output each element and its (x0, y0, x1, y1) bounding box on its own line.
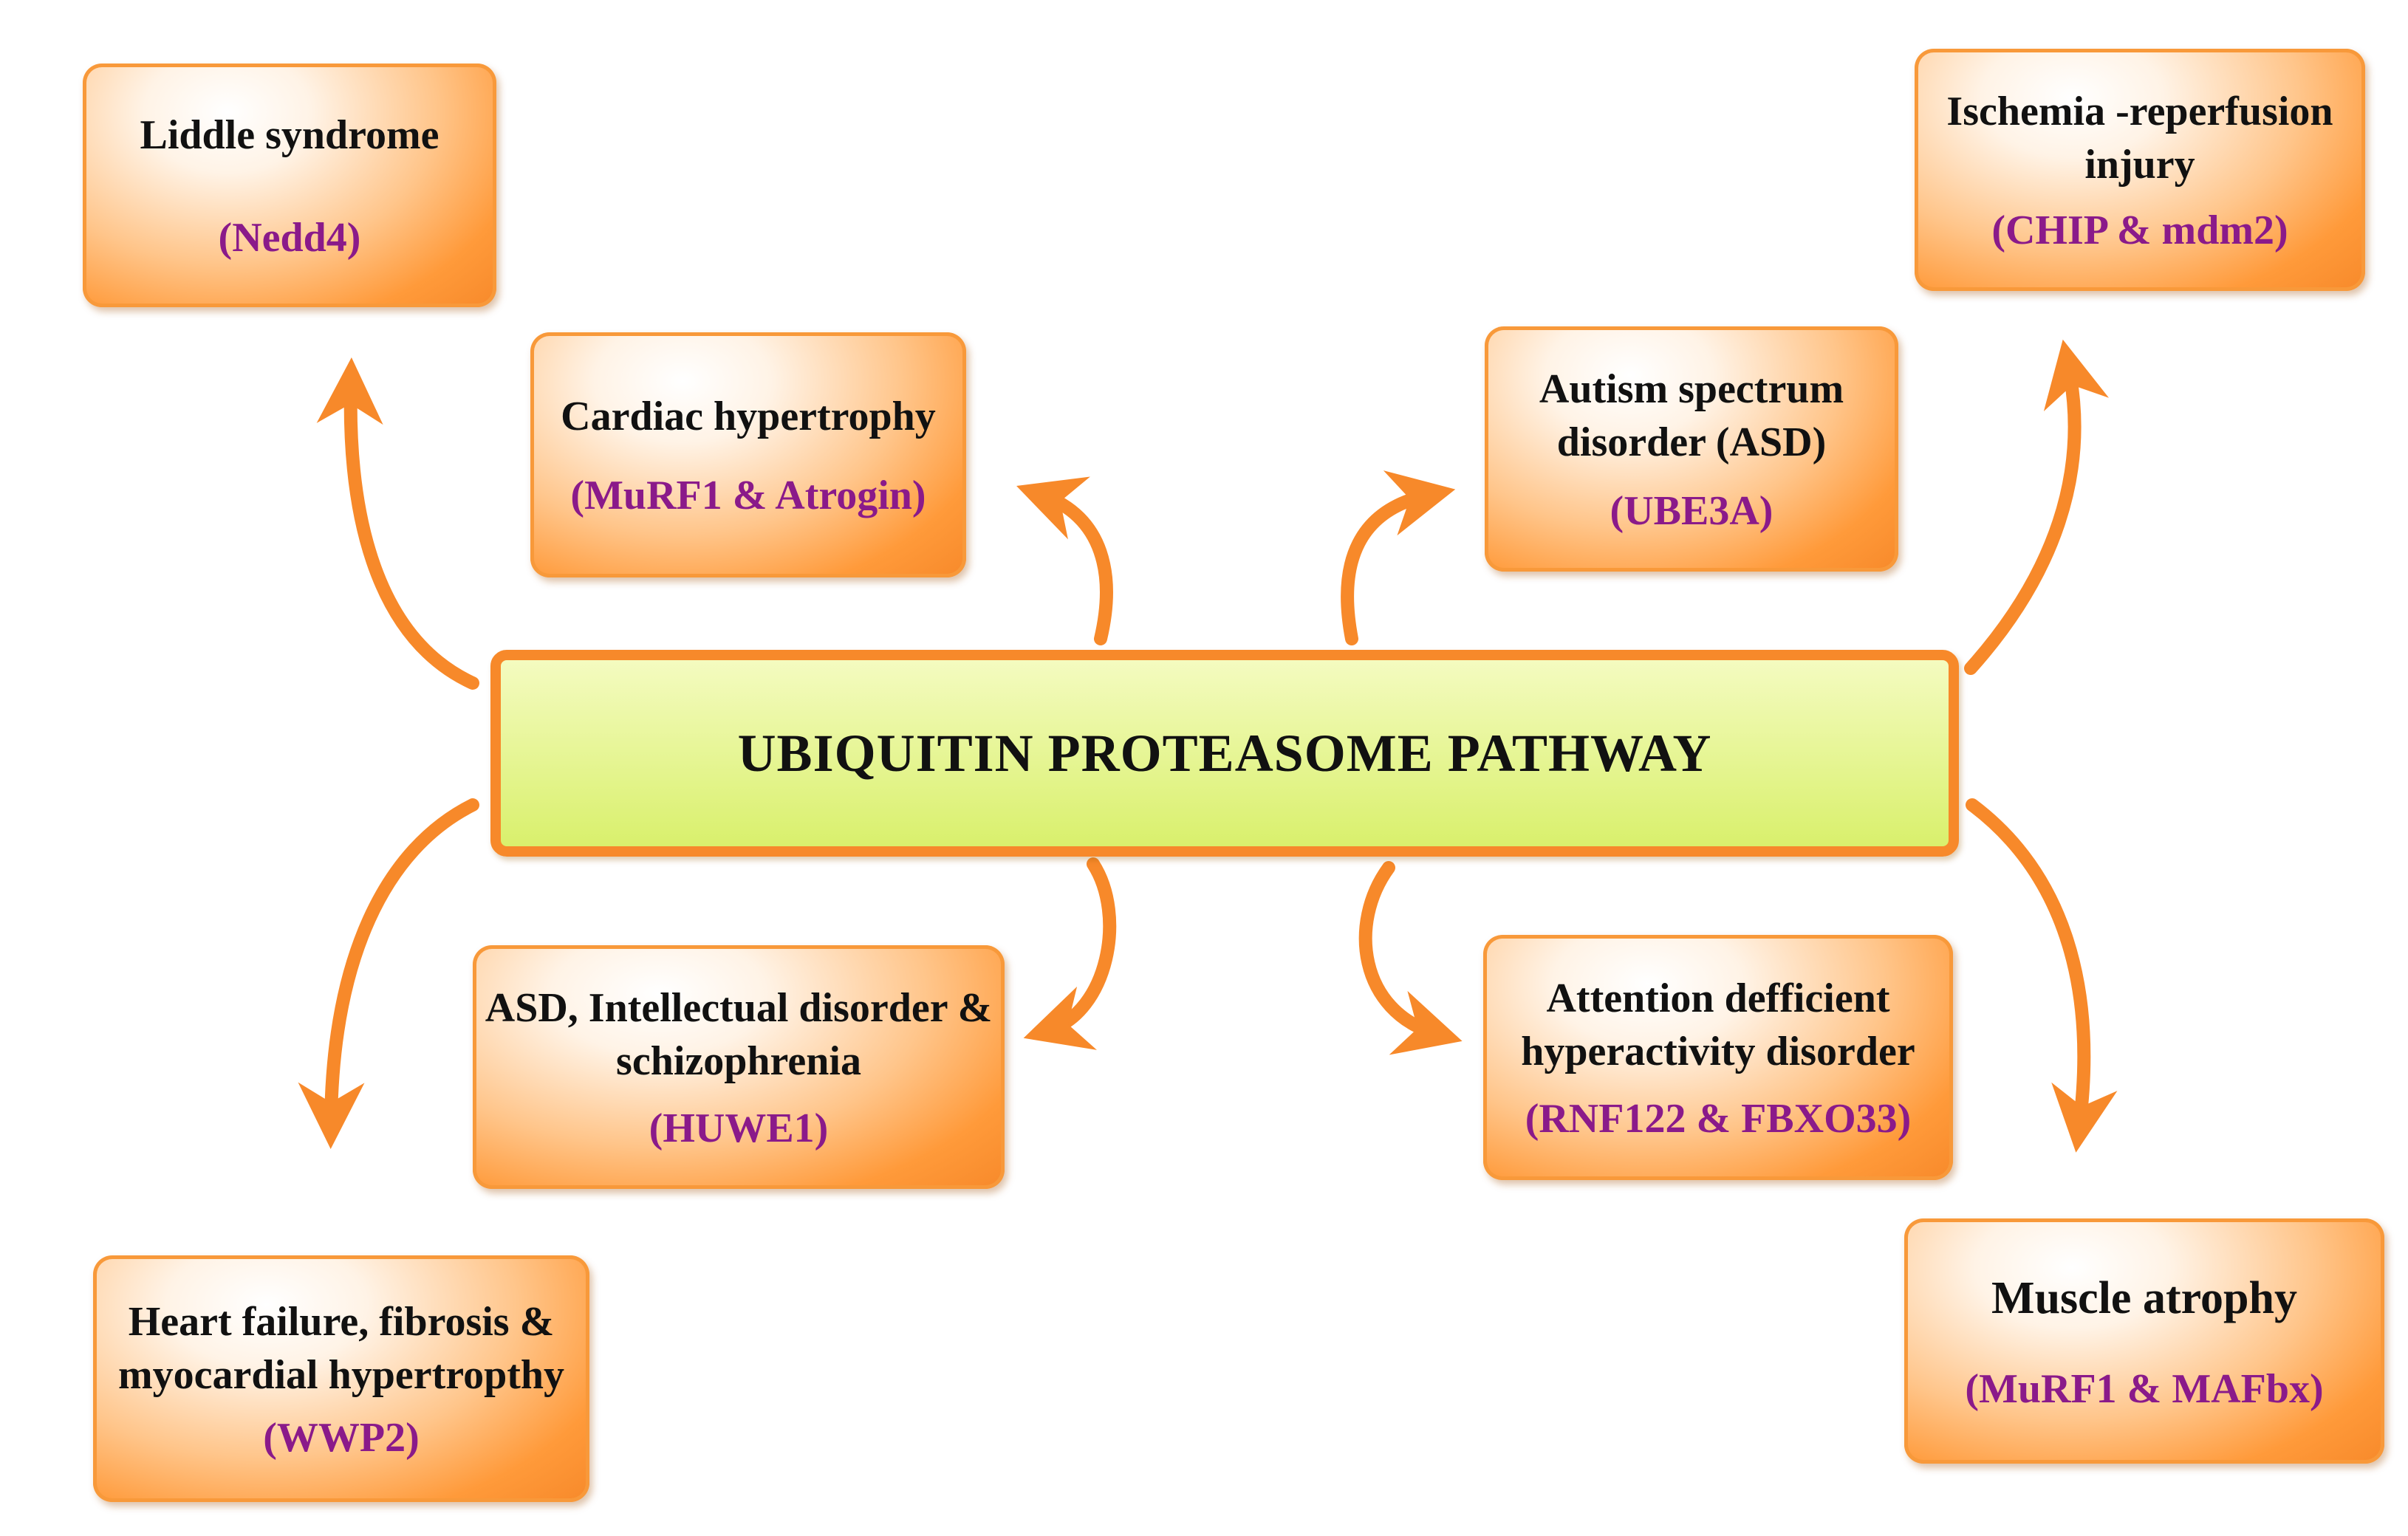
ischemia-title: Ischemia -reperfusion injury (1946, 89, 2333, 188)
center-label: UBIQUITIN PROTEASOME PATHWAY (737, 723, 1712, 783)
box-ischemia: Ischemia -reperfusion injury (CHIP & mdm… (1915, 49, 2365, 291)
box-autism: Autism spectrum disorder (ASD) (UBE3A) (1485, 326, 1898, 572)
box-adhd: Attention defficient hyperactivity disor… (1483, 935, 1953, 1180)
box-muscle-atrophy: Muscle atrophy (MuRF1 & MAFbx) (1904, 1218, 2384, 1464)
arrow-to-cardiac (1016, 476, 1113, 645)
cardiac-title: Cardiac hypertrophy (561, 394, 936, 440)
arrow-to-asd-id (1023, 857, 1117, 1050)
autism-title: Autism spectrum disorder (ASD) (1539, 366, 1844, 465)
adhd-title: Attention defficient hyperactivity disor… (1521, 976, 1915, 1074)
muscle-title: Muscle atrophy (1991, 1273, 2297, 1324)
autism-gene: (UBE3A) (1610, 487, 1773, 534)
ischemia-gene: (CHIP & mdm2) (1991, 207, 2288, 253)
box-liddle-syndrome: Liddle syndrome (Nedd4) (83, 64, 496, 307)
asd-id-title: ASD, Intellectual disorder & schizophren… (485, 985, 993, 1084)
cardiac-gene: (MuRF1 & Atrogin) (570, 472, 926, 518)
box-asd-intellectual: ASD, Intellectual disorder & schizophren… (473, 945, 1005, 1189)
arrow-to-heart-failure (298, 798, 479, 1149)
arrow-to-adhd (1358, 861, 1463, 1055)
box-heart-failure: Heart failure, fibrosis & myocardial hyp… (93, 1255, 589, 1502)
liddle-title: Liddle syndrome (140, 112, 439, 159)
center-pathway-box: UBIQUITIN PROTEASOME PATHWAY (490, 650, 1959, 857)
arrow-to-autism (1341, 470, 1456, 645)
heart-failure-title: Heart failure, fibrosis & myocardial hyp… (117, 1299, 565, 1398)
adhd-gene: (RNF122 & FBXO33) (1525, 1095, 1912, 1142)
heart-failure-gene: (WWP2) (263, 1414, 420, 1461)
muscle-gene: (MuRF1 & MAFbx) (1965, 1365, 2324, 1412)
box-cardiac-hypertrophy: Cardiac hypertrophy (MuRF1 & Atrogin) (530, 332, 966, 577)
asd-id-gene: (HUWE1) (649, 1105, 829, 1151)
arrow-to-ischemia (1964, 339, 2109, 675)
arrow-to-liddle (316, 357, 479, 690)
arrow-to-muscle (1966, 798, 2118, 1153)
liddle-gene: (Nedd4) (218, 214, 361, 261)
